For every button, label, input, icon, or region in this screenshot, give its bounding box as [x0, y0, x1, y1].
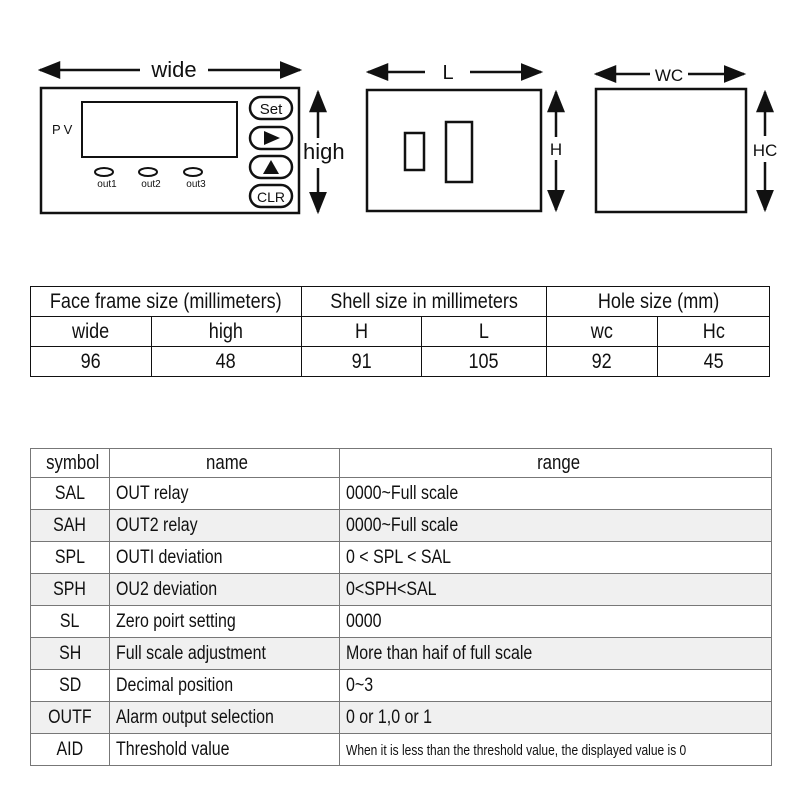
led-out1	[94, 167, 114, 177]
clr-button[interactable]	[248, 183, 294, 209]
col-wide: wide	[30, 316, 152, 347]
shell-outline	[365, 88, 543, 213]
led-label-out1: out1	[97, 179, 117, 190]
table-row: SPL OUTI deviation 0 < SPL < SAL	[30, 541, 773, 574]
group-hole: Hole size (mm)	[546, 286, 770, 317]
value-high: 48	[150, 346, 302, 377]
symbol-cell: SAL	[30, 477, 110, 510]
shell-slot-large	[444, 120, 474, 184]
symbol-cell: SD	[30, 669, 110, 702]
front-panel-outline	[39, 86, 301, 215]
name-cell: OUT2 relay	[108, 509, 340, 542]
value-wide: 96	[30, 346, 152, 377]
size-table-value-row: 96 48 91 105 92 45	[30, 346, 770, 377]
range-cell: 0000	[338, 605, 773, 638]
symbol-cell: SPL	[30, 541, 110, 574]
table-row: SH Full scale adjustment More than haif …	[30, 637, 773, 670]
shell-slot-small	[403, 131, 426, 172]
range-cell: More than haif of full scale	[338, 637, 773, 670]
width-label: wide	[150, 57, 196, 82]
name-cell: Decimal position	[108, 669, 340, 702]
pv-label: PV	[52, 122, 75, 137]
size-table-group-row: Face frame size (millimeters) Shell size…	[30, 286, 770, 317]
name-cell: Threshold value	[108, 733, 340, 766]
group-face-frame: Face frame size (millimeters)	[30, 286, 302, 317]
led-label-out3: out3	[186, 179, 206, 190]
table-row: SD Decimal position 0~3	[30, 669, 773, 702]
symbol-cell: SAH	[30, 509, 110, 542]
col-hc: Hc	[657, 316, 770, 347]
value-hc: 45	[657, 346, 770, 377]
value-wc: 92	[546, 346, 659, 377]
name-cell: Full scale adjustment	[108, 637, 340, 670]
table-row: AID Threshold value When it is less than…	[30, 733, 773, 766]
header-name: name	[108, 448, 340, 478]
display-window	[81, 101, 238, 158]
col-high: high	[150, 316, 302, 347]
name-cell: Zero poirt setting	[108, 605, 340, 638]
shell-height-label: H	[550, 140, 562, 159]
range-cell: 0 < SPL < SAL	[338, 541, 773, 574]
size-table: Face frame size (millimeters) Shell size…	[30, 286, 770, 377]
front-panel-diagram: wide PV out1 out2 out3 Set CLR high	[37, 57, 345, 215]
set-button-label: Set	[260, 101, 283, 118]
length-label: L	[442, 62, 453, 84]
table-row: OUTF Alarm output selection 0 or 1,0 or …	[30, 701, 773, 734]
table-row: SPH OU2 deviation 0<SPH<SAL	[30, 573, 773, 606]
led-label-out2: out2	[141, 179, 161, 190]
col-l: L	[420, 316, 548, 347]
led-out3	[183, 167, 203, 177]
range-cell: 0 or 1,0 or 1	[338, 701, 773, 734]
clr-button-label: CLR	[257, 189, 285, 205]
up-button[interactable]	[248, 154, 294, 180]
header-symbol: symbol	[30, 448, 110, 478]
symbol-cell: SL	[30, 605, 110, 638]
parameter-table: symbol name range SAL OUT relay 0000~Ful…	[30, 448, 773, 766]
name-cell: OUTI deviation	[108, 541, 340, 574]
hole-width-label: WC	[655, 66, 683, 85]
name-cell: OU2 deviation	[108, 573, 340, 606]
set-button[interactable]	[248, 95, 294, 121]
name-cell: Alarm output selection	[108, 701, 340, 734]
up-arrow-icon	[263, 160, 279, 174]
led-out2	[138, 167, 158, 177]
symbol-cell: SH	[30, 637, 110, 670]
range-cell: 0000~Full scale	[338, 509, 773, 542]
size-table-column-row: wide high H L wc Hc	[30, 316, 770, 347]
symbol-cell: SPH	[30, 573, 110, 606]
group-shell: Shell size in millimeters	[300, 286, 548, 317]
symbol-cell: AID	[30, 733, 110, 766]
dimension-diagrams: wide PV out1 out2 out3 Set CLR high L H	[37, 57, 778, 215]
table-row: SAH OUT2 relay 0000~Full scale	[30, 509, 773, 542]
table-row: SL Zero poirt setting 0000	[30, 605, 773, 638]
shell-diagram: L H	[365, 62, 565, 213]
value-h: 91	[300, 346, 422, 377]
height-label: high	[303, 139, 345, 164]
col-h: H	[300, 316, 422, 347]
col-wc: wc	[546, 316, 659, 347]
table-row: SAL OUT relay 0000~Full scale	[30, 477, 773, 510]
range-cell: 0000~Full scale	[338, 477, 773, 510]
range-cell: 0~3	[338, 669, 773, 702]
value-l: 105	[420, 346, 548, 377]
header-range: range	[338, 448, 773, 478]
range-cell: When it is less than the threshold value…	[338, 733, 773, 766]
hole-diagram: WC HC	[593, 65, 778, 214]
parameter-table-header: symbol name range	[30, 448, 773, 478]
hole-outline	[594, 87, 748, 214]
symbol-cell: OUTF	[30, 701, 110, 734]
name-cell: OUT relay	[108, 477, 340, 510]
range-cell: 0<SPH<SAL	[338, 573, 773, 606]
right-button[interactable]	[248, 125, 294, 151]
right-arrow-icon	[264, 131, 280, 145]
hole-height-label: HC	[753, 141, 778, 160]
